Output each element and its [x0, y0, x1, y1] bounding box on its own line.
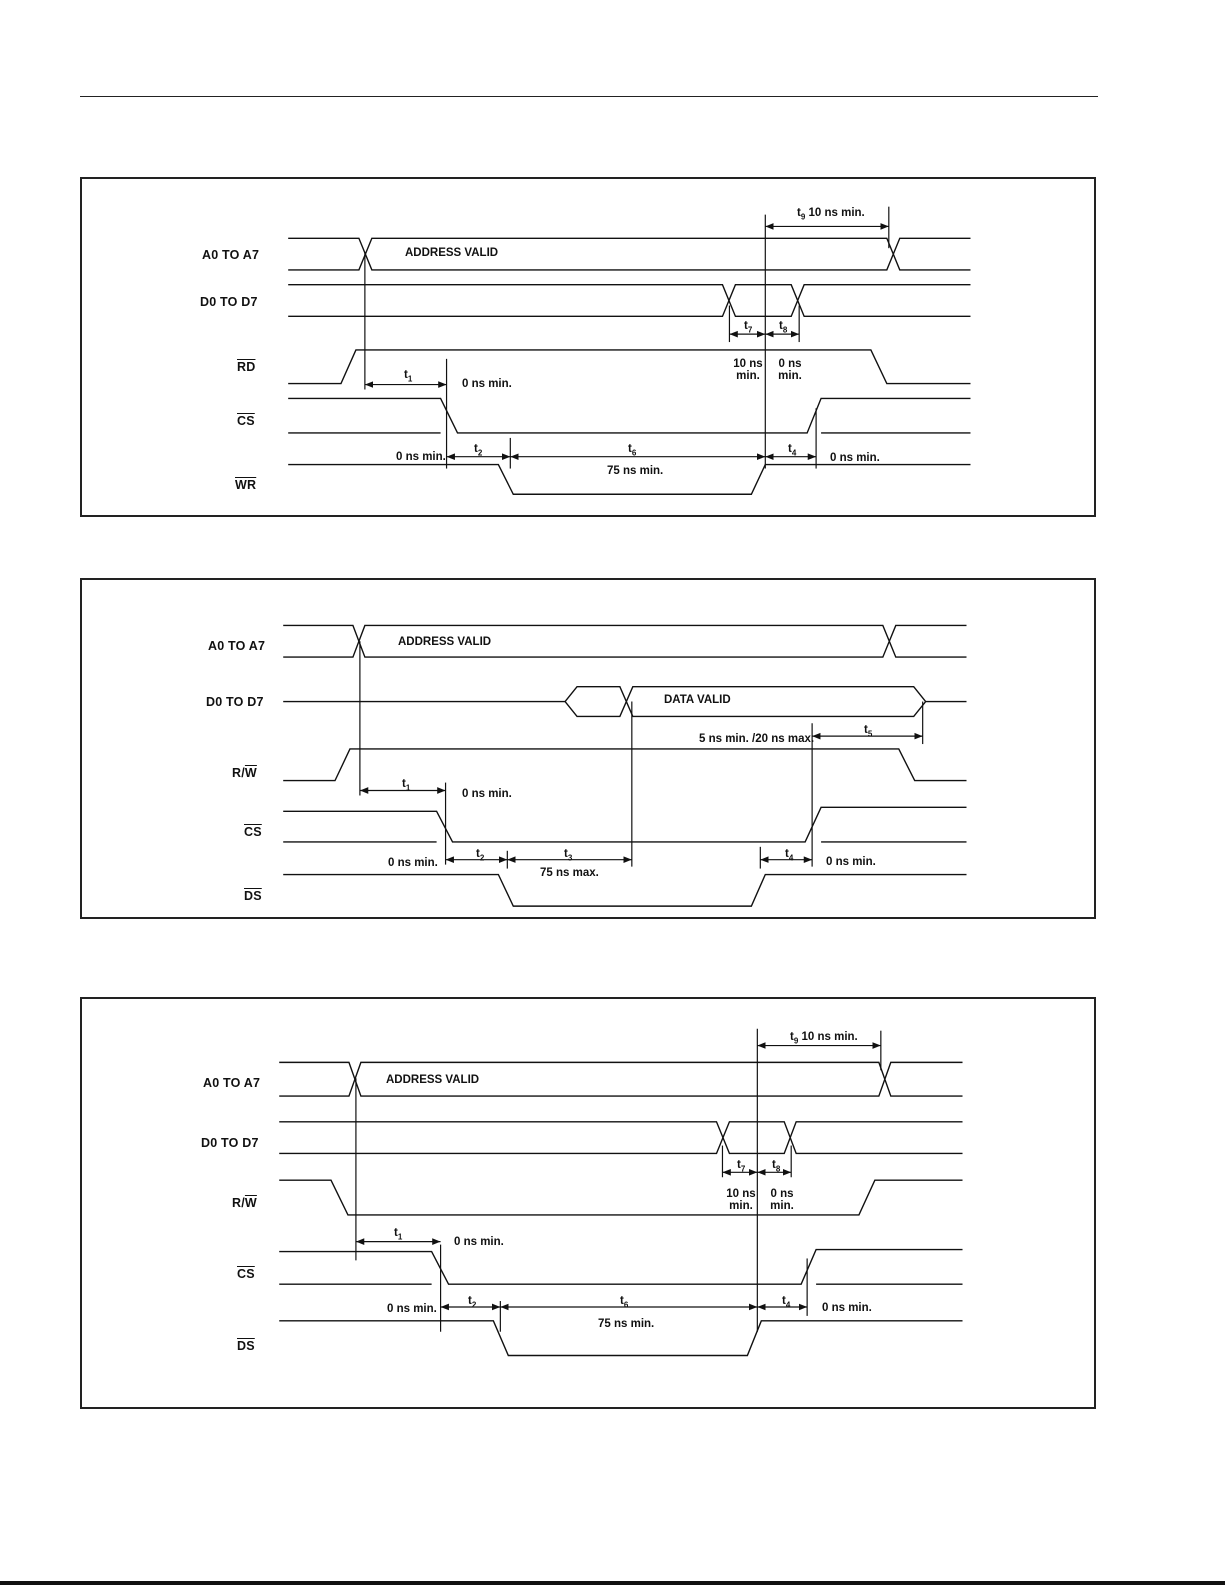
t2-label: t2	[474, 443, 483, 458]
signal-d0-d7: D0 TO D7	[201, 1136, 259, 1150]
t3-label: t3	[564, 848, 573, 863]
signal-ds: DS	[237, 1339, 255, 1353]
t8-label: t8	[779, 320, 788, 335]
t6-value: 75 ns min.	[607, 465, 664, 477]
t1-value: 0 ns min.	[462, 788, 512, 800]
signal-a0-a7: A0 TO A7	[202, 248, 260, 262]
signal-a0-a7: A0 TO A7	[203, 1076, 261, 1090]
t4-value: 0 ns min.	[822, 1302, 872, 1314]
t1-label: t1	[394, 1227, 403, 1242]
timing-diagram-1-waveforms	[288, 206, 971, 495]
timing-diagram-3-waveforms	[279, 1028, 963, 1357]
header-rule	[80, 96, 1098, 97]
signal-rd: RD	[237, 360, 256, 374]
t8-label: t8	[772, 1159, 781, 1174]
signal-ds: DS	[244, 889, 262, 903]
signal-d0-d7: D0 TO D7	[206, 695, 264, 709]
t6-label: t6	[628, 443, 637, 458]
t6-label: t6	[620, 1295, 629, 1310]
signal-d0-d7: D0 TO D7	[200, 295, 258, 309]
t3-value: 75 ns max.	[540, 867, 599, 879]
t5-label: t5	[864, 724, 873, 739]
t2-left-value: 0 ns min.	[388, 857, 438, 869]
signal-a0-a7: A0 TO A7	[208, 639, 266, 653]
t4-value: 0 ns min.	[830, 452, 880, 464]
t9-label: t9 10 ns min.	[790, 1031, 858, 1046]
data-valid-label: DATA VALID	[664, 694, 731, 706]
t2-left-value: 0 ns min.	[387, 1303, 437, 1315]
timing-diagram-2: A0 TO A7 D0 TO D7 R/W CS DS ADDRESS VALI…	[80, 578, 1096, 919]
timing-diagram-2-waveforms	[283, 624, 967, 907]
t7-label: t7	[737, 1159, 746, 1174]
t2-left-value: 0 ns min.	[396, 451, 446, 463]
t1-value: 0 ns min.	[462, 378, 512, 390]
page-bottom-edge	[0, 1581, 1225, 1585]
t4-label: t4	[782, 1295, 791, 1310]
t4-label: t4	[788, 443, 797, 458]
t7-label: t7	[744, 320, 753, 335]
t1-label: t1	[404, 369, 413, 384]
timing-diagram-3: A0 TO A7 D0 TO D7 R/W CS DS ADDRESS VALI…	[80, 997, 1096, 1409]
t1-label: t1	[402, 778, 411, 793]
signal-r-w: R/W	[232, 766, 257, 780]
t4-value: 0 ns min.	[826, 856, 876, 868]
t1-value: 0 ns min.	[454, 1236, 504, 1248]
t2-label: t2	[476, 848, 485, 863]
signal-cs: CS	[244, 825, 262, 839]
timing-diagram-1: A0 TO A7 D0 TO D7 RD CS WR ADDRESS VALID…	[80, 177, 1096, 517]
t9-label: t9 10 ns min.	[797, 207, 865, 222]
address-valid-label: ADDRESS VALID	[398, 636, 492, 648]
address-valid-label: ADDRESS VALID	[405, 247, 499, 259]
t6-value: 75 ns min.	[598, 1318, 655, 1330]
t5-value: 5 ns min. /20 ns max.	[699, 733, 815, 745]
signal-wr: WR	[235, 478, 257, 492]
t2-label: t2	[468, 1295, 477, 1310]
signal-r-w: R/W	[232, 1196, 257, 1210]
address-valid-label: ADDRESS VALID	[386, 1074, 480, 1086]
signal-cs: CS	[237, 1267, 255, 1281]
signal-cs: CS	[237, 414, 255, 428]
t4-label: t4	[785, 848, 794, 863]
